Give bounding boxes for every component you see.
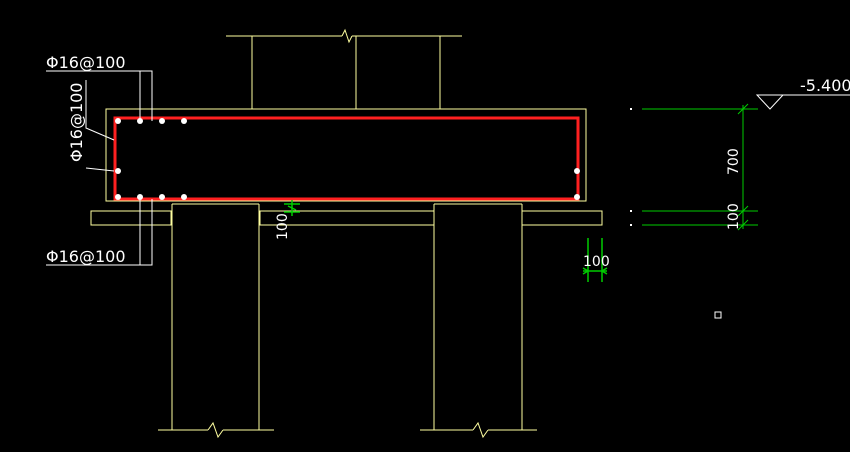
leader-bottom: [46, 199, 153, 266]
label-dim-700: 700: [726, 148, 742, 175]
dimension-cushion: [284, 200, 300, 216]
rebar-dots: [115, 118, 580, 200]
cushion-layer: [90, 210, 603, 226]
rebar-dot: [159, 118, 165, 124]
pile-left: [158, 203, 274, 439]
pile-right: [420, 203, 537, 439]
label-bar-top: Φ16@100: [46, 53, 126, 72]
rebar-dot: [115, 194, 121, 200]
rebar-cage: [113, 116, 580, 201]
dimension-ticks-white: [630, 108, 632, 226]
rebar-dot: [159, 194, 165, 200]
label-bar-side: Φ16@100: [67, 83, 86, 163]
rebar-dot: [574, 194, 580, 200]
rebar-dot: [115, 118, 121, 124]
label-bar-bottom: Φ16@100: [46, 247, 126, 266]
rebar-dot: [574, 168, 580, 174]
dimension-offset: [582, 238, 608, 282]
label-dim-100-cushion: 100: [275, 213, 291, 240]
label-dim-100-offset: 100: [583, 254, 610, 270]
rebar-dot: [181, 194, 187, 200]
label-elevation: -5.400: [800, 76, 850, 95]
leader-lines: [46, 70, 153, 266]
label-dim-100-right: 100: [726, 203, 742, 230]
pile-cap-outline: [105, 108, 587, 202]
rebar-dot: [137, 194, 143, 200]
column-above: [226, 28, 462, 109]
leader-top: [46, 70, 153, 121]
cursor-marker[interactable]: [714, 311, 722, 319]
dimension-vertical: [642, 103, 758, 231]
rebar-dot: [181, 118, 187, 124]
rebar-dot: [115, 168, 121, 174]
leader-side: [85, 80, 115, 141]
elevation-marker: [755, 94, 850, 110]
